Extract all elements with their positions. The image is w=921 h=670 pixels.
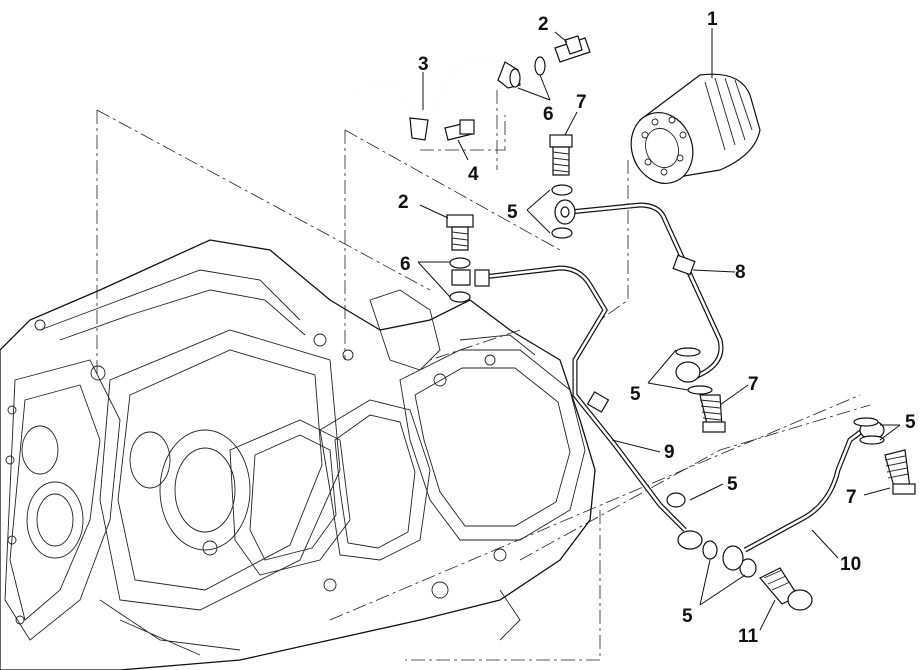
callout-10: 10 — [840, 554, 861, 575]
centerlines — [96, 90, 871, 661]
callout-8: 8 — [735, 262, 746, 283]
callout-5-mid: 5 — [630, 384, 641, 405]
banjo-bolt-7-top — [549, 134, 573, 239]
callout-4: 4 — [468, 164, 479, 185]
callout-5-bottom: 5 — [682, 606, 693, 627]
banjo-bolt-7-mid — [699, 394, 726, 433]
callout-7-right: 7 — [846, 487, 857, 508]
callout-5-lower: 5 — [727, 474, 738, 495]
callout-2-top: 2 — [538, 14, 549, 35]
oil-line-9 — [474, 265, 703, 550]
banjo-bolt-2-mid — [446, 214, 474, 303]
oil-line-10 — [743, 417, 885, 553]
leader-lines — [417, 28, 901, 631]
tube-3 — [351, 57, 521, 141]
washers-bottom — [702, 540, 757, 578]
callout-1: 1 — [707, 9, 718, 30]
banjo-bolt-7-right — [884, 449, 916, 495]
callout-11: 11 — [738, 626, 759, 647]
callout-5-top: 5 — [507, 202, 518, 223]
callout-2-mid: 2 — [398, 192, 409, 213]
bolt-4 — [444, 119, 475, 141]
engine-crankcase — [0, 239, 596, 670]
oil-filter — [630, 73, 761, 184]
callout-5-right: 5 — [905, 412, 916, 433]
callout-7-top: 7 — [576, 92, 587, 113]
oil-line-8 — [554, 199, 724, 395]
callout-6-mid: 6 — [400, 254, 411, 275]
callout-9: 9 — [664, 442, 675, 463]
drain-bolt-11 — [759, 567, 813, 611]
callout-6-top: 6 — [543, 104, 554, 125]
callout-3: 3 — [418, 54, 429, 75]
callouts: 1 2 3 6 7 4 2 5 6 8 5 7 5 9 5 7 10 5 11 — [398, 9, 916, 647]
callout-7-mid: 7 — [748, 374, 759, 395]
banjo-bolt-2-top — [509, 35, 591, 88]
